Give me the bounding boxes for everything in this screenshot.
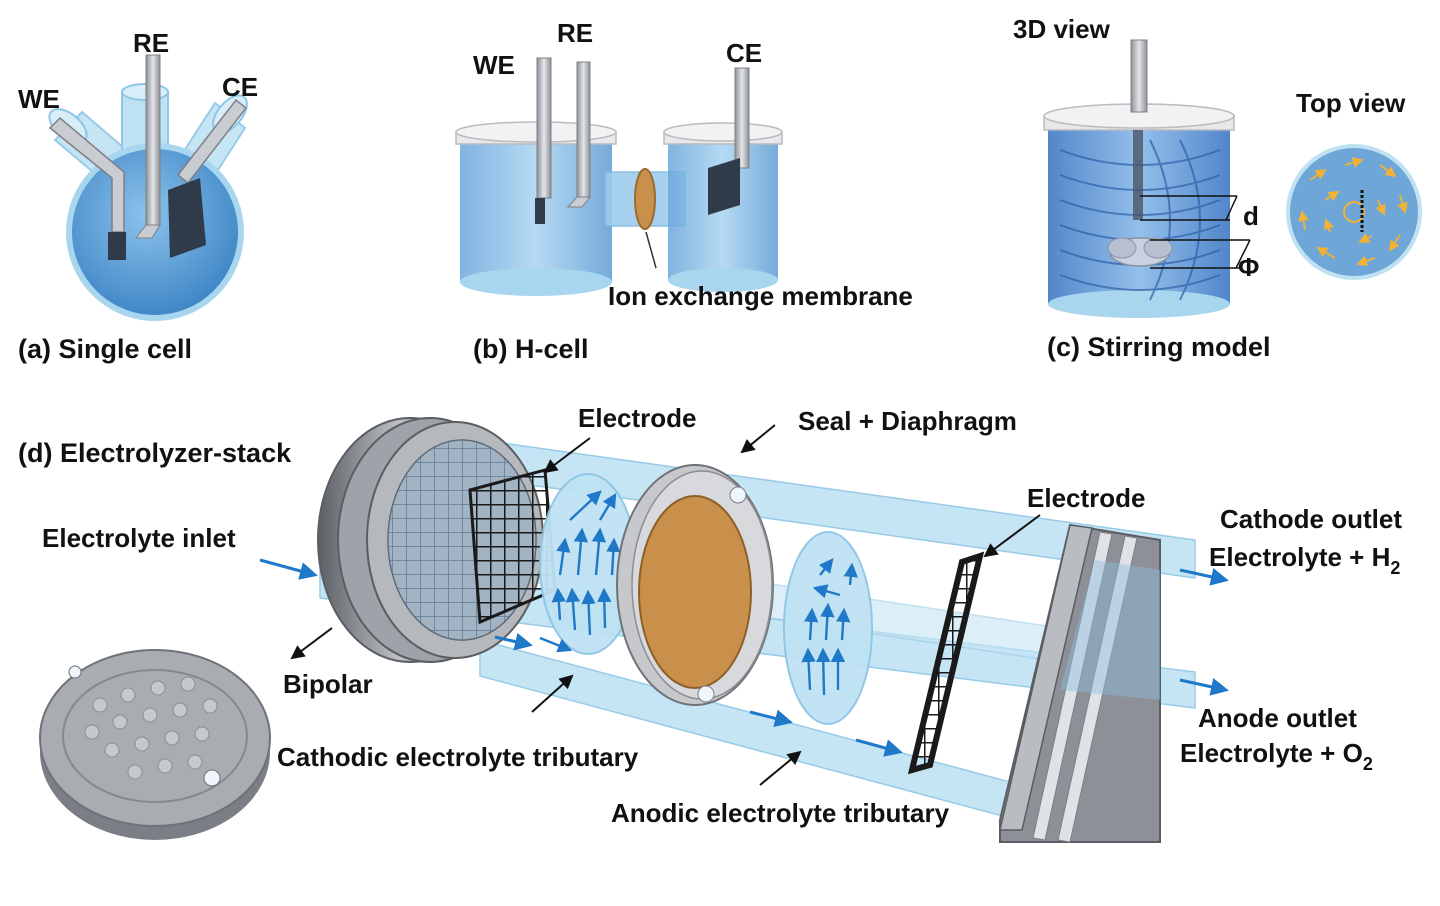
label-electrolyte-inlet: Electrolyte inlet bbox=[42, 523, 236, 553]
label-top-view: Top view bbox=[1296, 88, 1406, 118]
label-anode-outlet: Anode outlet bbox=[1198, 703, 1357, 733]
panel-d-electrolyzer-stack: (d) Electrolyzer-stack Electrode Seal + … bbox=[18, 403, 1402, 843]
dimension-lines bbox=[1140, 195, 1251, 269]
label-we: WE bbox=[18, 84, 60, 114]
label-3d-view: 3D view bbox=[1013, 14, 1111, 44]
ce-electrode bbox=[168, 98, 248, 258]
h-cell-re bbox=[566, 61, 592, 208]
inlet-arrow bbox=[259, 558, 318, 580]
anode-outlet-arrow bbox=[1179, 678, 1229, 696]
label-d: d bbox=[1243, 201, 1259, 231]
anodic-flow-arrows bbox=[801, 558, 858, 696]
diaphragm bbox=[638, 495, 752, 689]
anodic-tributary-disc bbox=[783, 531, 873, 725]
label-electrode-right: Electrode bbox=[1027, 483, 1146, 513]
flow-arrow-lower-2 bbox=[749, 709, 793, 728]
label-anode-outlet-product: Electrolyte + O2 bbox=[1180, 738, 1373, 774]
caption-c: (c) Stirring model bbox=[1047, 332, 1271, 362]
flow-arrow-lower-3 bbox=[855, 738, 903, 757]
label-cathode-outlet: Cathode outlet bbox=[1220, 504, 1402, 534]
label-seal-diaphragm: Seal + Diaphragm bbox=[798, 406, 1017, 436]
caption-d: (d) Electrolyzer-stack bbox=[18, 438, 292, 468]
panel-b-h-cell: WE RE CE Ion exchange membrane (b) H-cel… bbox=[455, 18, 913, 364]
cathodic-tributary-disc bbox=[539, 473, 637, 655]
label-re: RE bbox=[133, 28, 169, 58]
h-cell-we bbox=[535, 57, 552, 224]
h-cell-ce bbox=[708, 67, 750, 215]
membrane bbox=[634, 168, 656, 230]
label-b-we: WE bbox=[473, 50, 515, 80]
caption-b: (b) H-cell bbox=[473, 334, 589, 364]
label-b-ce: CE bbox=[726, 38, 762, 68]
label-bipolar: Bipolar bbox=[283, 669, 373, 699]
panel-c-stirring-model: 3D view Top view d Φ (c) Stirring model bbox=[1013, 14, 1422, 362]
cathode-outlet-arrow bbox=[1179, 568, 1229, 586]
top-view-disc bbox=[1286, 144, 1422, 280]
bipolar-dimples bbox=[84, 676, 218, 780]
cathodic-flow-arrows bbox=[539, 490, 621, 653]
stirring-vessel bbox=[1043, 103, 1235, 318]
label-membrane: Ion exchange membrane bbox=[608, 281, 913, 311]
label-ce: CE bbox=[222, 72, 258, 102]
label-cathode-outlet-product: Electrolyte + H2 bbox=[1209, 542, 1400, 578]
seal-diaphragm bbox=[616, 464, 774, 706]
end-plate-right bbox=[999, 523, 1161, 843]
panel-a-single-cell: WE RE CE (a) Single cell bbox=[18, 28, 258, 364]
label-cathodic-tributary: Cathodic electrolyte tributary bbox=[277, 742, 639, 772]
we-electrode bbox=[48, 116, 126, 260]
impeller bbox=[1107, 237, 1173, 267]
label-phi: Φ bbox=[1238, 252, 1259, 282]
flow-arrow-lower-1 bbox=[494, 632, 533, 651]
label-electrode-left: Electrode bbox=[578, 403, 697, 433]
pointer-arrows bbox=[290, 424, 1041, 786]
stirrer-shaft bbox=[1130, 39, 1148, 220]
label-b-re: RE bbox=[557, 18, 593, 48]
label-anodic-tributary: Anodic electrolyte tributary bbox=[611, 798, 950, 828]
caption-a: (a) Single cell bbox=[18, 334, 192, 364]
top-view-flow-arrows bbox=[1298, 157, 1408, 267]
bipolar-plate bbox=[39, 649, 271, 840]
re-electrode bbox=[134, 54, 161, 239]
electrode-mesh-right bbox=[907, 551, 985, 775]
